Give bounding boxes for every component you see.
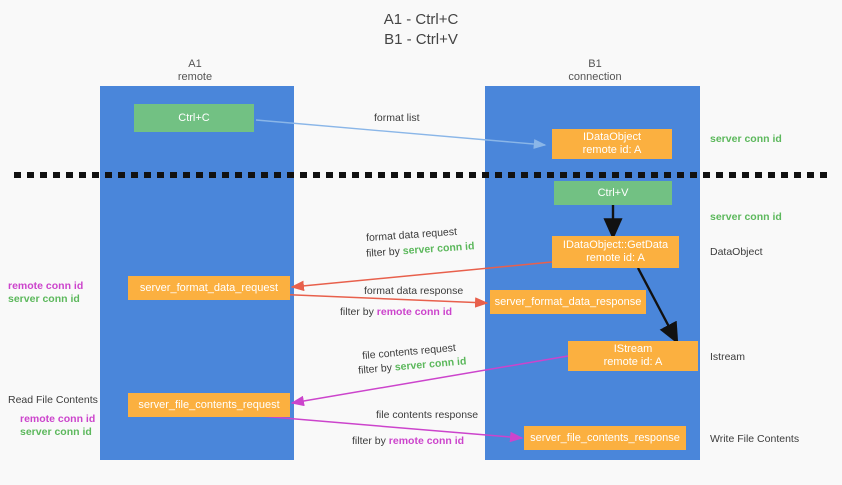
filter-prefix-3: filter by [357, 361, 396, 377]
flow-label-format-data-response-filter: filter by remote conn id [340, 305, 452, 319]
filter-highlight-remote-conn-id-1: remote conn id [376, 306, 453, 318]
box-server-format-data-request-label: server_format_data_request [139, 281, 279, 294]
column-header-b1: B1 connection [520, 58, 670, 84]
filter-highlight-remote-conn-id-2: remote conn id [388, 435, 465, 447]
page-title: A1 - Ctrl+C B1 - Ctrl+V [0, 10, 842, 50]
box-server-file-contents-response[interactable]: server_file_contents_response [524, 426, 686, 450]
box-istream-line2: remote id: A [603, 356, 663, 368]
phase-divider [14, 172, 828, 178]
box-istream[interactable]: IStream remote id: A [568, 341, 698, 371]
box-server-format-data-response-label: server_format_data_response [494, 295, 642, 308]
box-istream-line1: IStream [613, 343, 653, 355]
column-b1-subtitle: connection [568, 71, 622, 83]
filter-prefix-4: filter by [352, 435, 389, 447]
right-label-server-conn-id-2: server conn id [710, 211, 782, 223]
column-a1-subtitle: remote [177, 71, 213, 83]
right-label-write-file-contents: Write File Contents [710, 433, 800, 445]
box-server-file-contents-response-label: server_file_contents_response [530, 431, 680, 444]
box-ctrl-c[interactable]: Ctrl+C [134, 104, 254, 132]
flow-label-format-data-response: format data response [364, 285, 464, 297]
box-server-file-contents-request[interactable]: server_file_contents_request [128, 393, 290, 417]
flow-label-format-list: format list [374, 112, 420, 124]
box-server-format-data-request[interactable]: server_format_data_request [128, 276, 290, 300]
column-a1-title: A1 [188, 58, 202, 70]
flow-label-file-contents-response-filter: filter by remote conn id [352, 434, 464, 448]
box-getdata-line1: IDataObject::GetData [562, 239, 669, 251]
filter-highlight-server-conn-id-1: server conn id [402, 240, 475, 258]
box-ctrl-v-label: Ctrl+V [597, 186, 629, 199]
left-label-read-file-contents: Read File Contents [8, 394, 98, 406]
box-getdata-line2: remote id: A [586, 252, 645, 264]
box-idataobject[interactable]: IDataObject remote id: A [552, 129, 672, 159]
right-label-server-conn-id-1: server conn id [710, 133, 782, 145]
box-ctrl-c-label: Ctrl+C [178, 111, 210, 124]
title-line-1: A1 - Ctrl+C [383, 11, 459, 28]
filter-prefix-2: filter by [340, 306, 377, 318]
box-idataobject-line1: IDataObject [582, 131, 642, 143]
box-ctrl-v[interactable]: Ctrl+V [554, 181, 672, 205]
left-label-remote-conn-id-2: remote conn id [20, 413, 96, 425]
left-label-server-conn-id-2: server conn id [20, 426, 92, 438]
column-b1-title: B1 [588, 58, 602, 70]
title-line-2: B1 - Ctrl+V [384, 31, 458, 48]
box-idataobject-getdata[interactable]: IDataObject::GetData remote id: A [552, 236, 679, 268]
left-label-server-conn-id-1: server conn id [8, 293, 80, 305]
box-server-format-data-response[interactable]: server_format_data_response [490, 290, 646, 314]
box-server-file-contents-request-label: server_file_contents_request [138, 398, 280, 411]
right-label-istream: Istream [710, 351, 746, 363]
left-label-remote-conn-id-1: remote conn id [8, 280, 84, 292]
filter-prefix-1: filter by [365, 245, 404, 260]
flow-label-file-contents-response: file contents response [376, 409, 479, 421]
column-header-a1: A1 remote [120, 58, 270, 84]
right-label-dataobject: DataObject [710, 246, 763, 258]
box-idataobject-line2: remote id: A [582, 144, 642, 156]
